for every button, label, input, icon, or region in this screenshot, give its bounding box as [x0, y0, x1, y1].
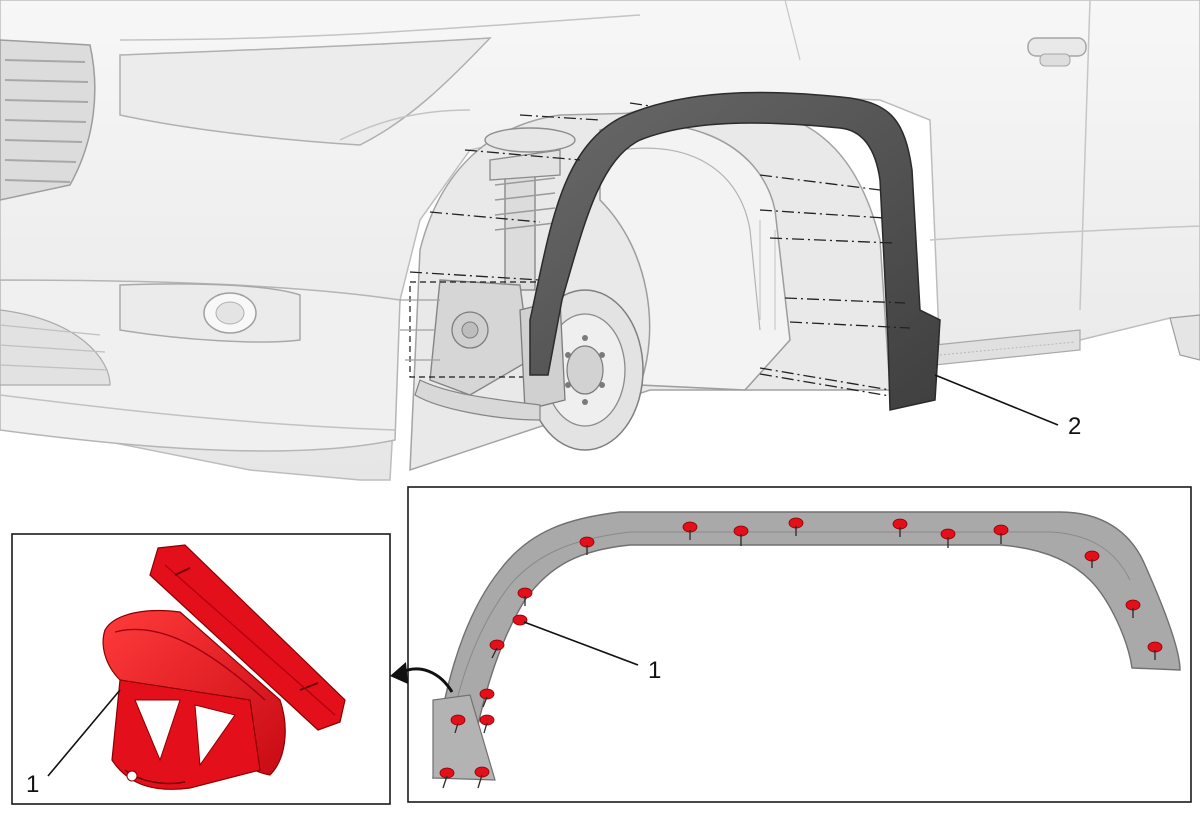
- leader-line-2: [934, 374, 1059, 426]
- retainer-clip: [479, 688, 495, 700]
- door-handle: [1027, 37, 1087, 67]
- alignment-lines: [409, 102, 911, 397]
- steering-knuckle: [429, 279, 531, 396]
- curved-arrow-icon: [390, 662, 454, 693]
- grille: [0, 39, 96, 201]
- vehicle-front-illustration: 2: [0, 0, 1200, 481]
- callout-1-molding: 1: [648, 657, 661, 684]
- molding-back-view: [432, 511, 1181, 779]
- retainer-stems: [442, 526, 1156, 789]
- retainer-detail-panel: 1: [11, 533, 391, 805]
- callout-2: 2: [1068, 413, 1081, 440]
- retainer-clip: [512, 614, 528, 626]
- molding-detail-panel: 1: [407, 486, 1192, 803]
- leader-line-1-detail: [47, 689, 121, 777]
- lower-control-arm: [414, 379, 541, 421]
- retainer-clip-icon: [102, 544, 346, 790]
- leader-line-1: [523, 621, 639, 666]
- molding-retainers: [439, 517, 1163, 779]
- wheelhouse-liner-molding: [529, 91, 941, 411]
- callout-1-detail: 1: [26, 771, 39, 798]
- strut-assembly: [484, 127, 576, 291]
- retainer-clip: [489, 639, 505, 651]
- fog-lamp: [119, 283, 301, 343]
